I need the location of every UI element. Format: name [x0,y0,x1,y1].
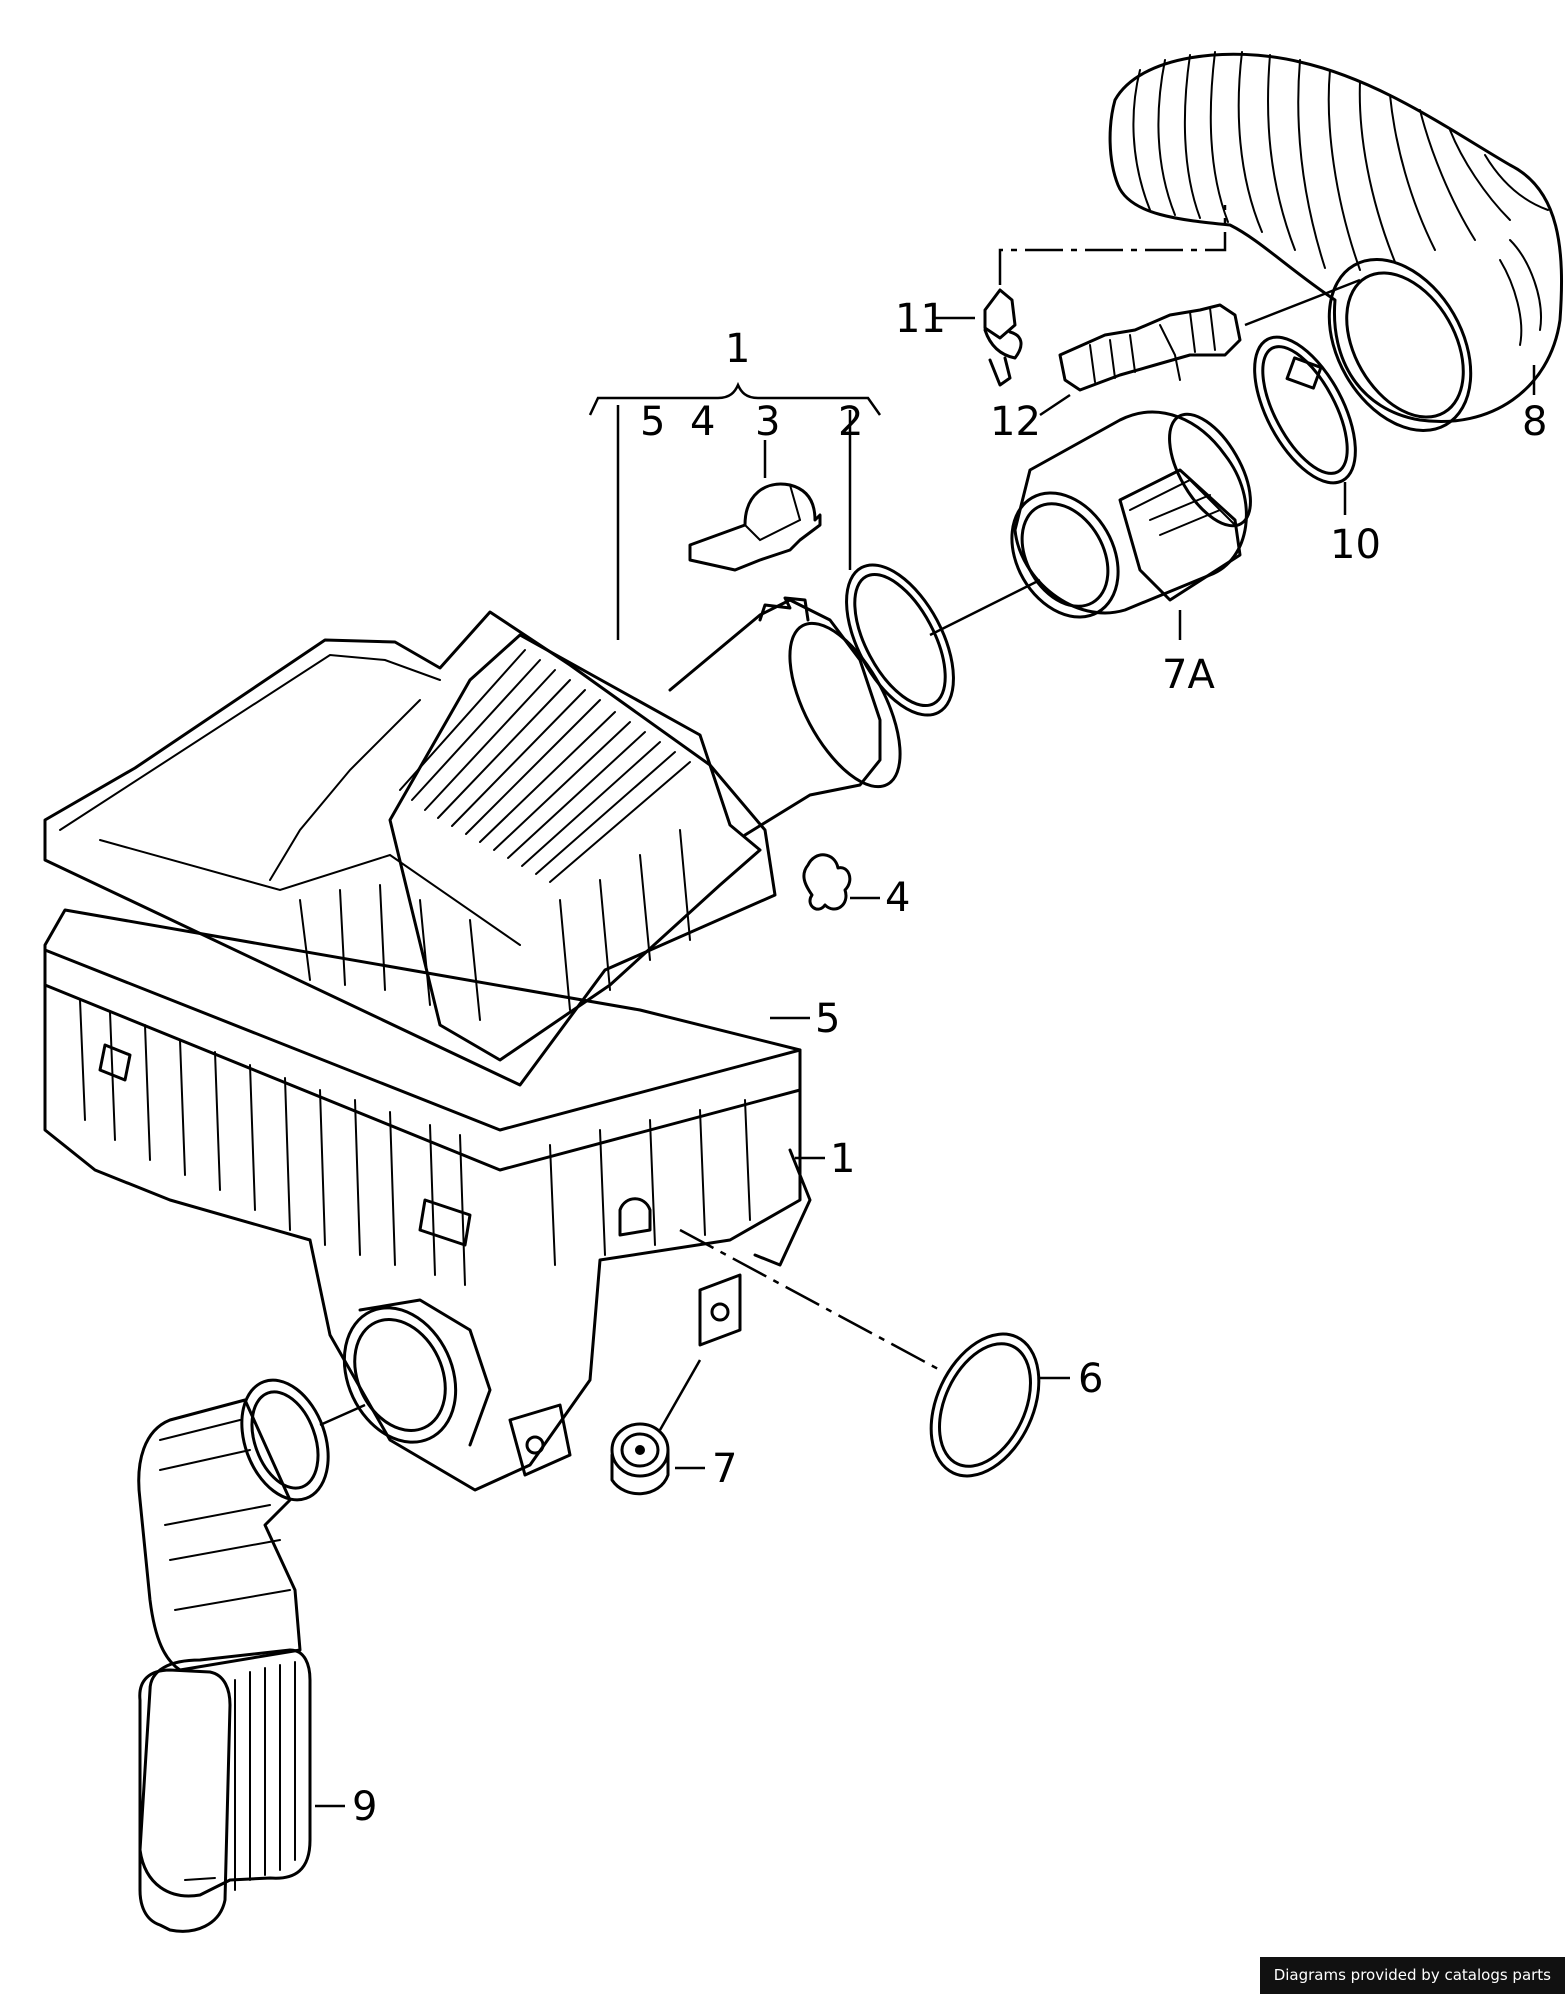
callout-1: 1 [830,1136,855,1182]
callout-8: 8 [1522,399,1547,445]
callout-1-top: 1 [725,326,750,372]
seal-ring-6[interactable] [679,1228,1070,1493]
bracket-group-1 [588,381,882,640]
callout-5-top: 5 [640,399,665,445]
callout-9: 9 [352,1784,377,1830]
connector-11[interactable] [935,205,1227,387]
callout-7: 7 [712,1446,737,1492]
air-mass-meter-7A[interactable] [929,401,1267,640]
callout-4-top: 4 [690,399,715,445]
grommet-7[interactable] [610,1359,705,1496]
air-filter-housing[interactable] [43,596,923,1492]
callout-10: 10 [1330,522,1381,568]
intake-duct-9[interactable] [137,1368,366,1933]
callout-7A: 7A [1162,652,1215,698]
credit-footer: Diagrams provided by catalogs parts [1259,1957,1565,1994]
hose-clamp-10[interactable] [1234,322,1376,515]
callout-11: 11 [895,296,946,342]
callout-12: 12 [990,399,1041,445]
seal-ring-2[interactable] [824,410,975,732]
clip-4[interactable] [802,853,880,911]
callout-4: 4 [885,875,910,921]
callout-5: 5 [815,996,840,1042]
callout-2: 2 [838,399,863,445]
valve-12[interactable] [1039,278,1361,417]
clip-3[interactable] [688,440,822,572]
callout-3: 3 [755,399,780,445]
intake-hose-8[interactable] [1108,51,1563,456]
callout-6: 6 [1078,1356,1103,1402]
